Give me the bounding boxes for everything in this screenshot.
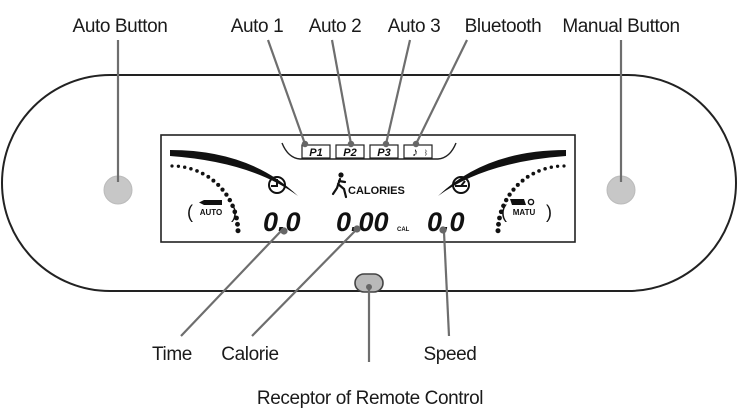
bluetooth-label: Bluetooth bbox=[465, 16, 542, 37]
speed-dot bbox=[555, 164, 560, 168]
speed-dot bbox=[562, 164, 566, 168]
auto-arrow-icon bbox=[204, 200, 222, 205]
auto1-label: Auto 1 bbox=[231, 16, 284, 37]
speed-dot bbox=[511, 187, 516, 192]
svg-text:): ) bbox=[231, 202, 237, 222]
speed-dot bbox=[220, 187, 225, 192]
auto2-label: Auto 2 bbox=[309, 16, 362, 37]
lcd-panel bbox=[160, 134, 576, 243]
speed-dot bbox=[497, 215, 502, 221]
speed-dot bbox=[501, 203, 506, 209]
speed-label: Speed bbox=[424, 344, 477, 365]
hand-icon bbox=[510, 199, 526, 205]
speed-dot bbox=[549, 165, 554, 169]
time-label: Time bbox=[152, 344, 192, 365]
p1-label: P1 bbox=[309, 147, 322, 159]
svg-text:(: ( bbox=[187, 202, 193, 222]
program-button-p3[interactable]: P3 bbox=[369, 144, 399, 159]
speed-dot bbox=[176, 164, 181, 168]
auto-mode-indicator: ( ) AUTO bbox=[187, 200, 237, 222]
p3-label: P3 bbox=[377, 147, 390, 159]
speed-dot bbox=[211, 178, 216, 183]
speed-dot bbox=[537, 169, 541, 173]
p2-label: P2 bbox=[343, 147, 356, 159]
calories-caption: CALORIES bbox=[348, 185, 405, 197]
speedometer-icon bbox=[452, 176, 470, 194]
speed-dot bbox=[189, 167, 193, 171]
speed-dot bbox=[216, 182, 221, 187]
speed-dot bbox=[227, 197, 233, 203]
left-swoosh bbox=[170, 150, 298, 196]
auto-button-label: Auto Button bbox=[73, 16, 168, 37]
clock-icon bbox=[268, 176, 286, 194]
left-speed-dots bbox=[170, 164, 241, 234]
speed-dot bbox=[543, 167, 547, 171]
speed-dot bbox=[195, 169, 199, 173]
manual-mode-indicator: ( ) MATU bbox=[501, 198, 552, 222]
bluetooth-mark: ᛒ bbox=[424, 149, 428, 157]
program-button-p1[interactable]: P1 bbox=[301, 144, 331, 159]
runner-icon bbox=[331, 172, 348, 199]
console-outline bbox=[1, 74, 737, 292]
receptor-label: Receptor of Remote Control bbox=[257, 388, 483, 409]
auto-mode-text: AUTO bbox=[200, 208, 223, 217]
speed-dot bbox=[200, 171, 205, 176]
speed-dot bbox=[531, 171, 536, 176]
manual-mode-text: MATU bbox=[513, 208, 536, 217]
speed-dot bbox=[182, 165, 187, 169]
speed-dot bbox=[507, 192, 512, 197]
bluetooth-button[interactable]: ♪ ᛒ bbox=[403, 144, 433, 159]
speed-dot bbox=[498, 209, 504, 215]
speed-dot bbox=[503, 197, 509, 203]
speed-dot bbox=[232, 209, 238, 215]
leader-lines bbox=[116, 39, 623, 362]
speed-dot bbox=[230, 203, 235, 209]
svg-text:(: ( bbox=[501, 202, 507, 222]
right-speed-dots bbox=[495, 164, 566, 234]
program-strip bbox=[281, 142, 457, 160]
speed-dot bbox=[206, 174, 211, 179]
music-note-icon: ♪ bbox=[412, 145, 418, 159]
cal-unit: CAL bbox=[397, 227, 410, 233]
speed-dot bbox=[224, 192, 229, 197]
speed-dot bbox=[495, 228, 501, 234]
calorie-readout: 0.00 bbox=[336, 207, 389, 237]
speed-dot bbox=[520, 178, 525, 183]
program-button-p2[interactable]: P2 bbox=[335, 144, 365, 159]
speed-dot bbox=[496, 221, 501, 227]
speed-dot bbox=[170, 164, 174, 168]
speed-readout: 0.0 bbox=[427, 207, 465, 237]
auto3-label: Auto 3 bbox=[388, 16, 441, 37]
speed-dot bbox=[515, 182, 520, 187]
calorie-label: Calorie bbox=[221, 344, 278, 365]
speed-dot bbox=[525, 174, 530, 179]
speed-dot bbox=[235, 228, 241, 234]
svg-text:): ) bbox=[546, 202, 552, 222]
speed-dot bbox=[234, 215, 239, 221]
speed-dot bbox=[235, 221, 240, 227]
manual-button-label: Manual Button bbox=[562, 16, 679, 37]
right-swoosh bbox=[438, 150, 566, 196]
